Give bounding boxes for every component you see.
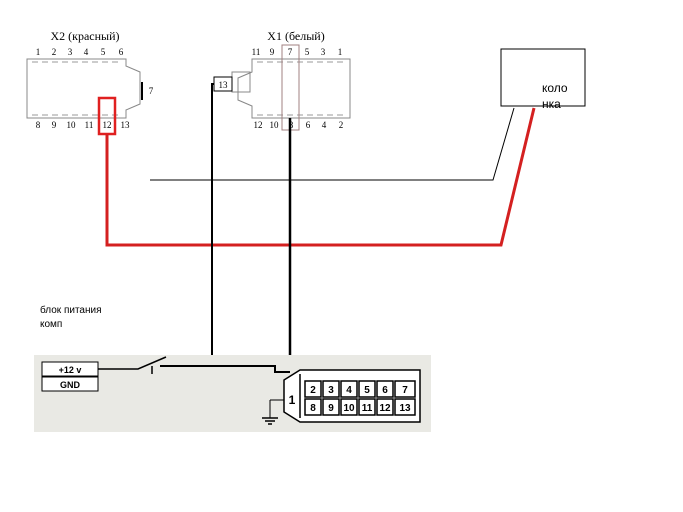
diag-pin-cell [322, 398, 340, 416]
x1-side-pin-label: 13 [219, 80, 229, 90]
connector-x2: X2 (красный) 1 2 3 4 5 6 8 9 10 11 12 13… [26, 29, 154, 136]
diag-pin-cell [358, 380, 376, 398]
x2-pin-label: 9 [52, 120, 57, 130]
x2-pin-label: 6 [119, 47, 124, 57]
diag-pin-cell [304, 380, 322, 398]
x1-pin-label: 2 [339, 120, 344, 130]
x1-pin-label: 4 [322, 120, 327, 130]
x2-pin-label: 10 [67, 120, 77, 130]
x2-side-pin-label: 7 [149, 86, 154, 96]
x1-pin-label: 5 [305, 47, 310, 57]
diag-pin-cell [394, 398, 416, 416]
x2-pin-label: 1 [36, 47, 41, 57]
diag-pin-label: 7 [402, 385, 408, 396]
x2-pin-label: 12 [103, 120, 112, 130]
diag-pin-cell [394, 380, 416, 398]
x1-pin-label: 6 [306, 120, 311, 130]
x1-pin-label: 1 [338, 47, 343, 57]
diag-pin-label: 9 [328, 403, 334, 414]
x2-housing-outline [26, 58, 141, 119]
diag-pin-cell [340, 398, 358, 416]
diag-pin-label: 12 [379, 403, 391, 414]
diag-pin-label: 3 [328, 385, 334, 396]
speaker-label-line2: нка [542, 97, 561, 111]
diag-pin-label: 11 [362, 403, 373, 414]
connector-x1: X1 (белый) 11 9 7 5 3 1 12 10 8 6 4 2 13 [213, 29, 351, 131]
switch-output-wire [160, 365, 290, 373]
diag-pin-cell [322, 380, 340, 398]
diag-pin-label: 4 [346, 385, 352, 396]
diag-pin1-label: 1 [289, 393, 296, 407]
speaker-signal-wire-red [105, 107, 536, 247]
x1-pin13-socket [231, 71, 251, 93]
diag-pin-cell [376, 380, 394, 398]
x2-pin-label: 4 [84, 47, 89, 57]
diag-pin-grid [304, 380, 416, 416]
terminal-gnd [41, 376, 99, 392]
connector-x1-title: X1 (белый) [267, 29, 324, 43]
diag-pin-cell [340, 380, 358, 398]
diag-pin-label: 13 [399, 403, 411, 414]
x1-pin-label: 10 [270, 120, 280, 130]
wires [97, 83, 536, 383]
speaker-box [500, 48, 586, 107]
speaker-label-line1: коло [542, 81, 568, 95]
x2-pin-label: 3 [68, 47, 73, 57]
terminal-plus12v-label: +12 v [59, 365, 82, 375]
x1-pin7-8-highlight [281, 44, 300, 131]
x2-pin-label: 2 [52, 47, 57, 57]
diag-pin-label: 2 [310, 385, 316, 396]
psu-label-line1: блок питания [40, 304, 102, 316]
x2-pin-label: 5 [101, 47, 106, 57]
diag-pin-label: 5 [364, 385, 370, 396]
x1-housing-outline [237, 58, 351, 119]
diag-pin-cell [358, 398, 376, 416]
x2-pin-label: 11 [85, 120, 94, 130]
diag-pin-label: 8 [310, 403, 316, 414]
terminal-gnd-label: GND [60, 380, 81, 390]
x1-pin-label: 9 [270, 47, 275, 57]
diag-pin-label: 6 [382, 385, 388, 396]
x1-pin-label: 12 [254, 120, 263, 130]
x2-pin-label: 13 [121, 120, 131, 130]
x1-pin-label: 7 [288, 47, 293, 57]
connector-x2-title: X2 (красный) [50, 29, 119, 43]
speaker: коло нка [500, 48, 586, 111]
x1-pin-label: 11 [252, 47, 261, 57]
x1-pin-label: 3 [321, 47, 326, 57]
psu-label-line2: комп [40, 319, 62, 330]
switch-contact [98, 356, 167, 370]
diag-pin-cell [376, 398, 394, 416]
speaker-ground-wire [150, 107, 515, 181]
diag-pin-cell [304, 398, 322, 416]
diag-pin-label: 10 [343, 403, 355, 414]
x2-pin-label: 8 [36, 120, 41, 130]
diagnostic-panel: +12 v GND 1 2 3 [34, 355, 431, 432]
